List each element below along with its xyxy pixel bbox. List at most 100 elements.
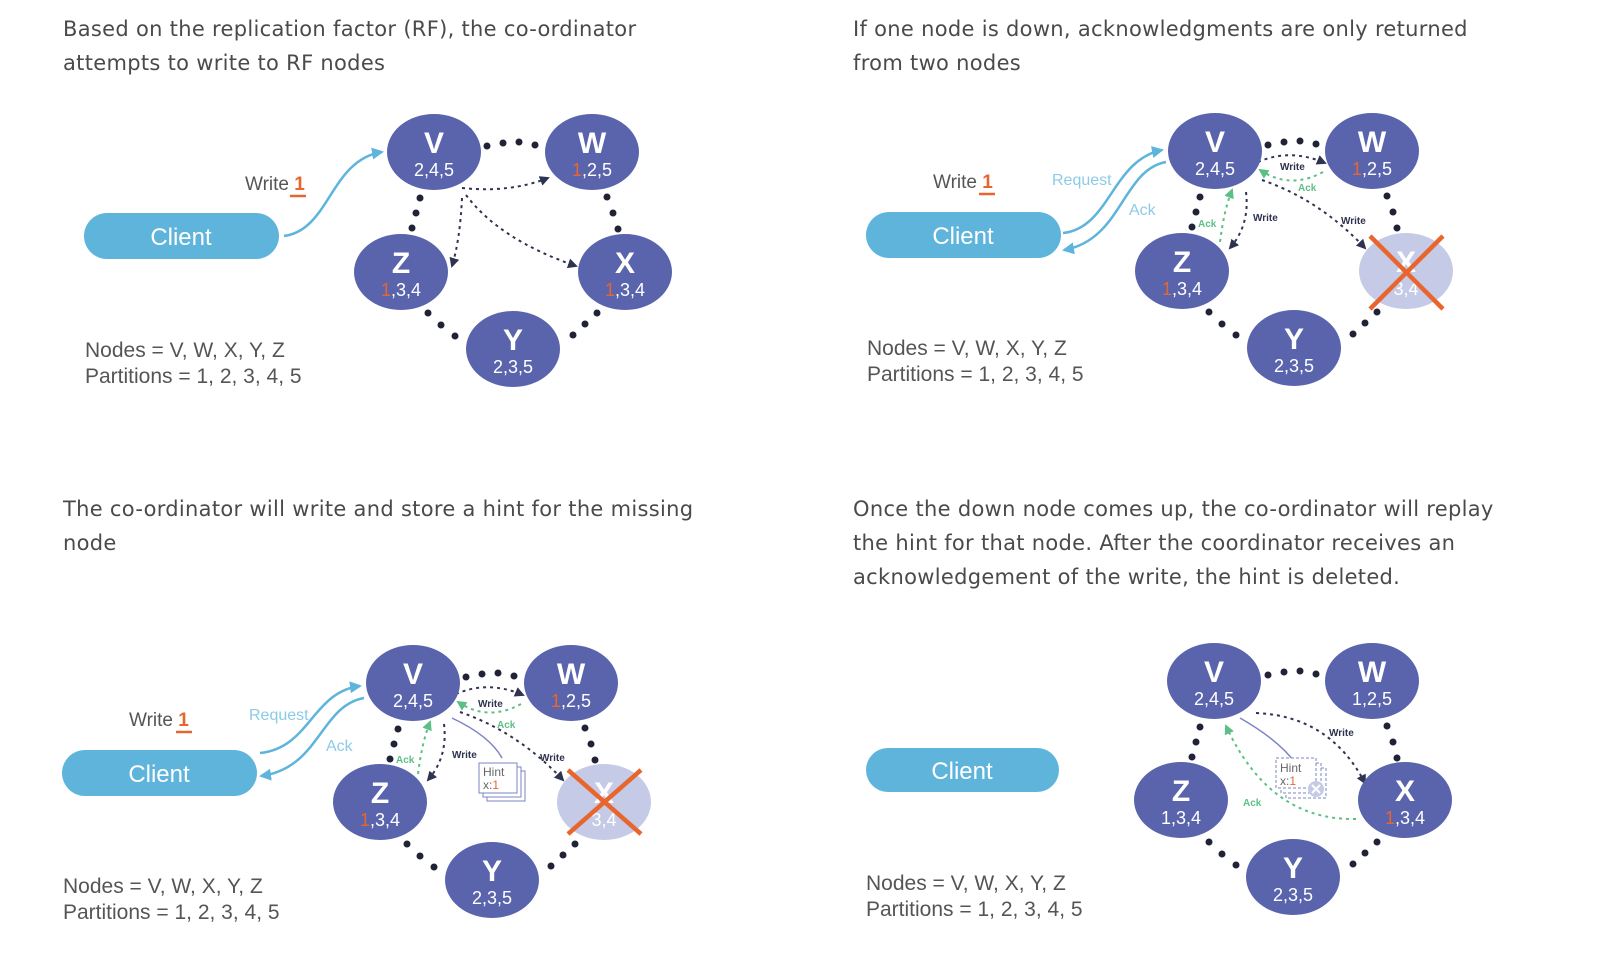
svg-text:Hint: Hint xyxy=(1280,761,1302,775)
node-w: W 1,2,5 xyxy=(1325,643,1419,719)
svg-text:3,4: 3,4 xyxy=(1393,279,1418,299)
svg-text:1,3,4: 1,3,4 xyxy=(381,280,421,300)
ack-arrow-client xyxy=(259,696,365,781)
node-x-down: X 3,4 xyxy=(557,764,651,840)
small-ack-label: Ack xyxy=(396,755,415,766)
client-label: Client xyxy=(931,758,993,785)
panel-1: Based on the replication factor (RF), th… xyxy=(0,0,800,486)
caption-line: acknowledgement of the write, the hint i… xyxy=(853,565,1401,589)
ack-arrow-z xyxy=(417,720,432,775)
svg-text:Y: Y xyxy=(482,855,502,888)
small-ack-label: Ack xyxy=(1198,219,1217,230)
client-label: Client xyxy=(150,224,212,251)
write-label: Write 1 xyxy=(933,172,993,193)
down-cross xyxy=(1368,234,1445,311)
panel-4: Once the down node comes up, the co-ordi… xyxy=(800,486,1600,972)
nodes-text: Nodes = V, W, X, Y, Z xyxy=(866,872,1066,895)
client-write-arrow xyxy=(283,147,384,238)
small-write-label: Write xyxy=(478,699,503,710)
write-arrow-w xyxy=(455,686,525,697)
svg-text:Hint: Hint xyxy=(483,765,505,779)
panel-4-diagram: Write Ack Hint x:1 Client V 2,4,5 W 1,2,… xyxy=(866,643,1452,915)
node-z: Z 1,3,4 xyxy=(1134,762,1228,838)
svg-text:1,2,5: 1,2,5 xyxy=(572,160,612,180)
ring-dots xyxy=(408,138,622,340)
svg-text:X: X xyxy=(615,247,635,280)
client-pill xyxy=(62,750,257,796)
write-label: Write 1 xyxy=(245,174,305,195)
ring-dots xyxy=(1188,137,1401,339)
node-v: V 2,4,5 xyxy=(366,645,460,721)
nodes-legend: Nodes = V, W, X, Y, Z Partitions = 1, 2,… xyxy=(866,871,1083,923)
svg-text:2,3,5: 2,3,5 xyxy=(493,357,533,377)
svg-text:W: W xyxy=(1358,126,1387,159)
node-x: X 1,3,4 xyxy=(578,234,672,310)
nodes-text: Nodes = V, W, X, Y, Z xyxy=(867,337,1067,360)
ack-label: Ack xyxy=(1129,202,1157,219)
small-ack-label: Ack xyxy=(1243,798,1262,809)
client-label: Client xyxy=(932,223,994,250)
svg-text:W: W xyxy=(1358,656,1387,689)
hint-stack-deleted: Hint x:1 xyxy=(1275,757,1327,799)
node-x: X 1,3,4 xyxy=(1358,762,1452,838)
panel-3-caption: The co-ordinator will write and store a … xyxy=(63,492,693,560)
request-label: Request xyxy=(249,707,309,724)
node-y: Y 2,3,5 xyxy=(1247,310,1341,386)
svg-text:2,4,5: 2,4,5 xyxy=(414,160,454,180)
small-write-label: Write xyxy=(452,750,477,761)
write-arrow-w xyxy=(461,176,550,191)
write-arrow-x xyxy=(1255,712,1366,785)
svg-text:W: W xyxy=(557,658,586,691)
panel-2-caption: If one node is down, acknowledgments are… xyxy=(853,12,1468,80)
svg-text:V: V xyxy=(1204,656,1224,689)
write-arrows xyxy=(449,176,578,269)
node-w: W 1,2,5 xyxy=(1325,113,1419,189)
small-write-label: Write xyxy=(1329,728,1354,739)
node-x-down: X 3,4 xyxy=(1359,233,1453,311)
svg-text:V: V xyxy=(424,127,444,160)
write-arrow-z xyxy=(426,723,446,782)
node-y: Y 2,3,5 xyxy=(445,842,539,918)
svg-text:Y: Y xyxy=(1284,323,1304,356)
small-write-label: Write xyxy=(540,753,565,764)
svg-text:x:1: x:1 xyxy=(483,778,499,792)
svg-text:Z: Z xyxy=(1172,775,1190,808)
small-write-label: Write xyxy=(1280,162,1305,173)
svg-text:2,4,5: 2,4,5 xyxy=(1195,159,1235,179)
ring-dots xyxy=(386,669,599,871)
caption-line: Based on the replication factor (RF), th… xyxy=(63,17,637,41)
caption-line: the hint for that node. After the coordi… xyxy=(853,531,1456,555)
write-label: Write 1 xyxy=(129,710,189,731)
svg-text:2,4,5: 2,4,5 xyxy=(393,691,433,711)
down-cross xyxy=(566,768,643,836)
svg-text:Z: Z xyxy=(1173,246,1191,279)
nodes-text: Nodes = V, W, X, Y, Z xyxy=(85,339,285,362)
partitions-text: Partitions = 1, 2, 3, 4, 5 xyxy=(867,363,1084,386)
svg-text:2,3,5: 2,3,5 xyxy=(1274,356,1314,376)
ack-arrow-z xyxy=(1219,188,1234,243)
svg-text:1,2,5: 1,2,5 xyxy=(551,691,591,711)
caption-line: node xyxy=(63,531,117,555)
small-ack-label: Ack xyxy=(497,720,516,731)
svg-text:1,2,5: 1,2,5 xyxy=(1352,689,1392,709)
write-arrow-z xyxy=(1228,191,1248,250)
nodes-legend: Nodes = V, W, X, Y, Z Partitions = 1, 2,… xyxy=(867,336,1084,388)
svg-text:3,4: 3,4 xyxy=(591,810,616,830)
request-arrow xyxy=(1062,146,1164,235)
client-label: Client xyxy=(128,761,190,788)
svg-text:Y: Y xyxy=(503,324,523,357)
caption-line: from two nodes xyxy=(853,51,1022,75)
panel-3-diagram: Write Ack Write Write Ack Hint x:1 Reque… xyxy=(62,645,651,918)
svg-text:x:1: x:1 xyxy=(1280,774,1296,788)
hint-link xyxy=(451,717,503,759)
caption-line: attempts to write to RF nodes xyxy=(63,51,386,75)
ack-label: Ack xyxy=(326,738,354,755)
hint-stack: Hint x:1 xyxy=(478,762,526,802)
panel-2-diagram: Write Ack Write Write Ack Request Ack Cl… xyxy=(866,113,1453,386)
svg-text:W: W xyxy=(578,127,607,160)
node-v: V 2,4,5 xyxy=(1168,113,1262,189)
small-write-label: Write xyxy=(1253,213,1278,224)
small-ack-label: Ack xyxy=(1298,183,1317,194)
nodes-text: Nodes = V, W, X, Y, Z xyxy=(63,875,263,898)
svg-text:1,3,4: 1,3,4 xyxy=(605,280,645,300)
